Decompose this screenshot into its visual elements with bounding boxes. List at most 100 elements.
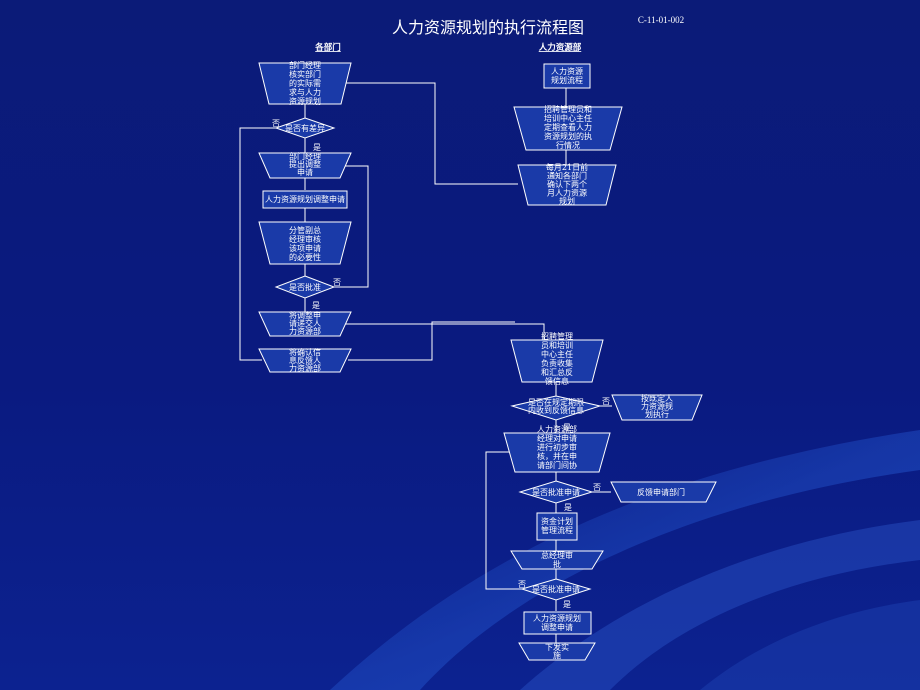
- node-d2-decision: 是否有差异: [274, 117, 336, 139]
- node-label-line: 请部门间协: [537, 460, 577, 470]
- node-label-line: 是否批准申请: [532, 487, 580, 497]
- node-d2-text: 是否有差异: [285, 123, 325, 133]
- node-label-line: 的必要性: [289, 252, 321, 262]
- node-d6-text: 是否批准: [289, 282, 321, 292]
- node-label-line: 招聘管理: [541, 331, 573, 341]
- document-code: C-11-01-002: [638, 15, 684, 25]
- node-label-line: 是否批准: [289, 282, 321, 292]
- edge-label-no-h12: 否: [518, 580, 526, 589]
- node-label-line: 提出调整: [289, 159, 321, 169]
- node-label-line: 规划流程: [551, 75, 583, 85]
- node-label-line: 经理对申请: [537, 433, 577, 443]
- node-label-line: 部门经理: [289, 151, 321, 161]
- edge-label-no-h5: 否: [602, 397, 610, 406]
- node-label-line: 核，并在申: [537, 451, 577, 461]
- node-label-line: 通知各部门: [547, 171, 587, 181]
- node-h8-decision: 是否批准申请: [518, 480, 594, 504]
- node-label-line: 按既定人: [641, 393, 673, 403]
- node-label-line: 规划: [559, 196, 575, 206]
- node-label-line: 分管副总: [289, 225, 321, 235]
- node-label-line: 馈信息: [545, 376, 569, 386]
- node-label-line: 力资源部: [289, 363, 321, 373]
- node-label-line: 部门经理: [289, 60, 321, 70]
- node-h8-text: 是否批准申请: [532, 487, 580, 497]
- node-label-line: 经理审核: [289, 234, 321, 244]
- node-label-line: 批: [553, 559, 561, 569]
- node-label-line: 是否批准申请: [532, 584, 580, 594]
- node-label-line: 和汇总反: [541, 367, 573, 377]
- page-title: 人力资源规划的执行流程图: [392, 18, 584, 37]
- node-label-line: 资源规划: [289, 96, 321, 106]
- node-label-line: 负责收集: [541, 358, 573, 368]
- edge-label-yes-h5: 是: [563, 423, 571, 432]
- node-label-line: 确认下两个: [547, 179, 587, 189]
- node-label-line: 将确认信: [289, 347, 321, 357]
- node-label-line: 人力资源规划调整申请: [265, 194, 345, 204]
- node-label-line: 人力资源: [551, 66, 583, 76]
- node-label-line: 招聘管理员和: [544, 104, 592, 114]
- node-label-line: 息反馈人: [289, 355, 321, 365]
- node-label-line: 管理流程: [541, 525, 573, 535]
- edge-label-no-d6: 否: [333, 278, 341, 287]
- node-label-line: 内收到反馈信息: [528, 405, 584, 415]
- edge-label-yes-h8: 是: [564, 503, 572, 512]
- node-h12-text: 是否批准申请: [532, 584, 580, 594]
- node-h9-text: 反馈申请部门: [637, 487, 685, 497]
- node-label-line: 下发实: [545, 642, 569, 652]
- node-label-line: 定期查看人力: [544, 122, 592, 132]
- edge-label-no-d2: 否: [272, 119, 280, 128]
- node-label-line: 求与人力: [289, 87, 321, 97]
- node-label-line: 力资源规: [641, 401, 673, 411]
- node-label-line: 调整申请: [541, 622, 573, 632]
- edge-label-yes-h12: 是: [563, 600, 571, 609]
- edge-label-yes-d2: 是: [313, 143, 321, 152]
- node-d6-decision: 是否批准: [274, 275, 336, 299]
- node-label-line: 员和培训: [541, 340, 573, 350]
- node-label-line: 进行初步审: [537, 442, 577, 452]
- lane-header-hr: 人力资源部: [539, 42, 582, 53]
- node-label-line: 将调整申: [289, 310, 321, 320]
- node-label-line: 中心主任: [541, 349, 573, 359]
- node-h13-text: 人力资源规划调整申请: [533, 613, 581, 632]
- node-label-line: 该项申请: [289, 243, 321, 253]
- node-h13: 人力资源规划调整申请: [523, 611, 592, 635]
- lane-header-dept: 各部门: [314, 42, 341, 53]
- node-label-line: 施: [553, 650, 561, 660]
- node-label-line: 力资源部: [289, 326, 321, 336]
- node-d4-text: 人力资源规划调整申请: [265, 194, 345, 204]
- node-h12-decision: 是否批准申请: [520, 578, 592, 601]
- node-label-line: 行情况: [556, 140, 580, 150]
- node-label-line: 培训中心主任: [544, 113, 592, 123]
- node-label-line: 月人力资源: [547, 188, 587, 198]
- node-label-line: 资源规划的执: [544, 131, 592, 141]
- node-label-line: 请递交人: [289, 318, 321, 328]
